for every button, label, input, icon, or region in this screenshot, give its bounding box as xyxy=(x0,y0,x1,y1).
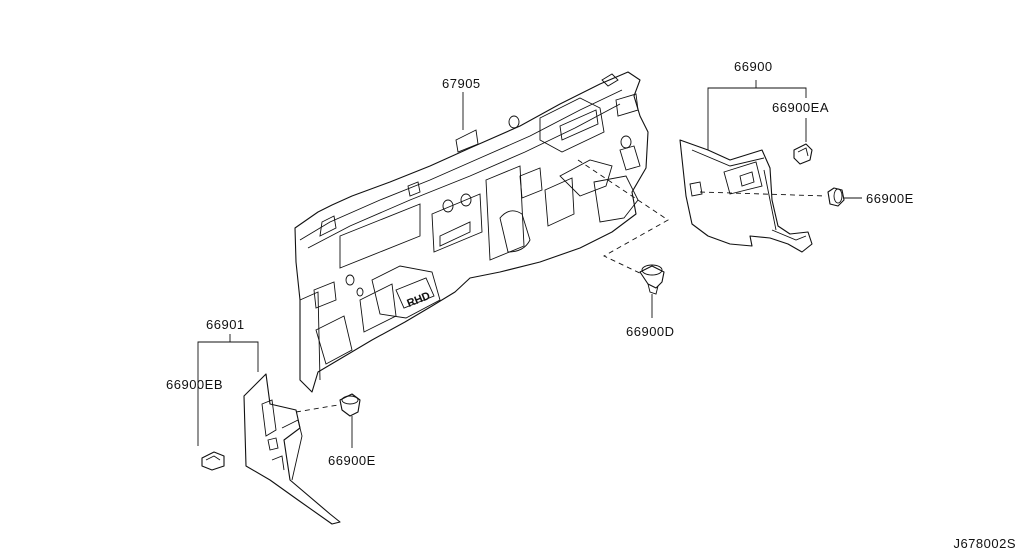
rh-clip xyxy=(793,143,813,165)
lh-grommet-dash xyxy=(295,403,345,413)
label-lh-grommet: 66900E xyxy=(328,453,376,468)
lh-insulator-bracket xyxy=(197,341,259,446)
rh-grommet-dash xyxy=(699,191,827,197)
lh-grommet xyxy=(339,393,361,417)
dash-insulator-panel: RHD xyxy=(294,71,649,393)
label-lh-clip: 66900EB xyxy=(166,377,223,392)
label-rh-grommet: 66900E xyxy=(866,191,914,206)
diagram-code: J678002S xyxy=(953,536,1016,551)
label-rh-insulator: 66900 xyxy=(734,59,773,74)
center-grommet xyxy=(639,264,665,295)
label-lh-insulator: 66901 xyxy=(206,317,245,332)
center-grommet-leader xyxy=(577,159,669,277)
label-dash-insulator: 67905 xyxy=(442,76,481,91)
lh-clip xyxy=(201,451,225,471)
rh-insulator xyxy=(679,139,813,253)
lh-insulator xyxy=(243,373,341,525)
label-center-grommet: 66900D xyxy=(626,324,675,339)
label-rh-clip: 66900EA xyxy=(772,100,829,115)
rh-grommet xyxy=(827,187,845,207)
rh-insulator-bracket xyxy=(707,87,807,150)
